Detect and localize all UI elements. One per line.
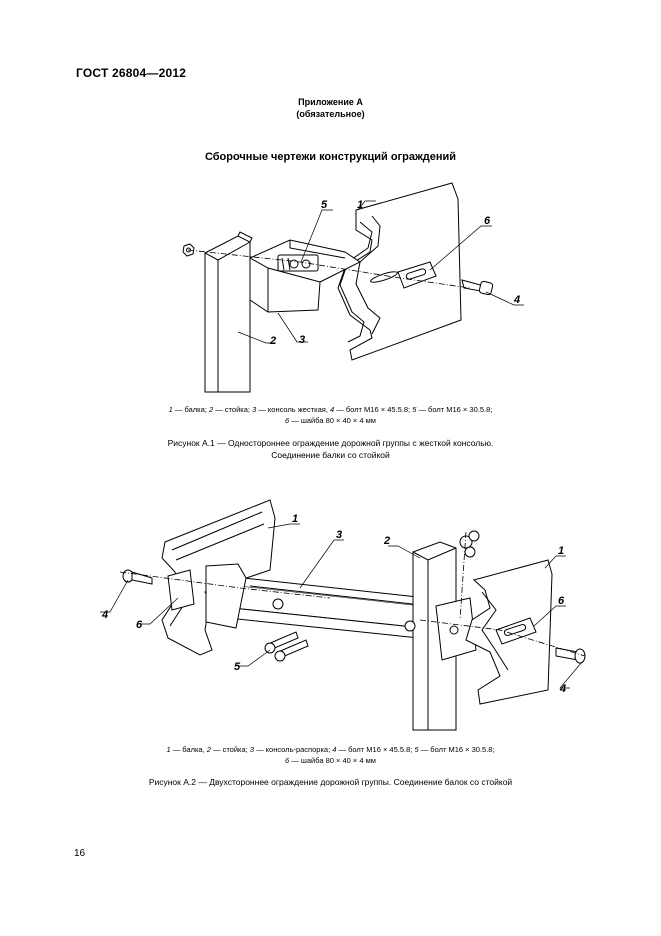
legend-text: — балка, xyxy=(170,745,207,754)
annex-title: Приложение А xyxy=(298,97,363,107)
legend-text: — стойка; xyxy=(213,405,253,414)
bolt-head xyxy=(272,598,284,610)
legend-num: 4 xyxy=(332,745,337,754)
beam-slot xyxy=(370,271,398,283)
fig1-callout-6: 6 xyxy=(484,215,491,227)
fig2-callout-4-right: 4 xyxy=(559,683,566,695)
post-2 xyxy=(412,541,457,731)
legend-num: 1 xyxy=(166,745,171,754)
caption-line: Соединение балки со стойкой xyxy=(271,450,390,460)
washer-6-right xyxy=(495,617,537,645)
fig2-callout-1-right: 1 xyxy=(558,545,564,557)
legend-num: 5 xyxy=(412,405,417,414)
figure-a1-legend: 1 — балка; 2 — стойка; 3 — консоль жестк… xyxy=(60,404,601,426)
annex-status: (обязательное) xyxy=(296,109,365,119)
fig2-callout-6-right: 6 xyxy=(558,595,565,607)
washer-6 xyxy=(397,261,437,289)
figure-a2-drawing: 1 3 2 1 6 4 6 5 4 xyxy=(100,499,586,731)
legend-num: 3 xyxy=(249,745,254,754)
figure-a1-drawing: 1 2 3 4 5 6 xyxy=(182,182,524,393)
figure-a2-legend: 1 — балка, 2 — стойка; 3 — консоль-распо… xyxy=(60,744,601,766)
caption-line: Рисунок А.2 — Двухстороннее ограждение д… xyxy=(148,777,513,787)
legend-text: — болт М16 × 30.5.8; xyxy=(418,745,495,754)
legend-num: 6 xyxy=(285,416,290,425)
bolt-5-group xyxy=(277,254,319,272)
figure-a2-caption: Рисунок А.2 — Двухстороннее ограждение д… xyxy=(60,776,601,788)
figure-a1-caption: Рисунок А.1 — Одностороннее ограждение д… xyxy=(60,437,601,461)
bolt-4 xyxy=(461,279,494,296)
bolt-4-right xyxy=(555,647,586,664)
fig1-callout-5: 5 xyxy=(321,199,328,211)
standard-code: ГОСТ 26804—2012 xyxy=(76,66,187,80)
bolt-head xyxy=(449,625,459,635)
axis-line-left xyxy=(119,571,331,599)
page-number: 16 xyxy=(74,848,86,859)
legend-text: — балка; xyxy=(172,405,209,414)
legend-num: 6 xyxy=(285,756,290,765)
fig2-callout-1-left: 1 xyxy=(292,513,298,525)
legend-text: — консоль-распорка; xyxy=(254,745,333,754)
axis-line-right xyxy=(419,619,586,657)
fig1-callout-2: 2 xyxy=(269,335,276,347)
fig2-callout-5: 5 xyxy=(234,661,241,673)
bolt-axis-line xyxy=(187,249,471,289)
section-title: Сборочные чертежи конструкций ограждений xyxy=(204,151,457,163)
legend-num: 1 xyxy=(168,405,173,414)
fig2-callout-3: 3 xyxy=(336,529,342,541)
legend-text: — стойка; xyxy=(210,745,250,754)
legend-text: — болт М16 × 30.5.8; xyxy=(416,405,493,414)
fig1-callout-3: 3 xyxy=(299,334,305,346)
legend-num: 2 xyxy=(206,745,211,754)
legend-num: 2 xyxy=(208,405,214,414)
bracket-left xyxy=(205,563,247,629)
legend-text: — болт М16 × 45.5.8; xyxy=(336,745,415,754)
fig1-callout-1: 1 xyxy=(357,199,363,211)
legend-num: 5 xyxy=(414,745,419,754)
fig1-callout-4: 4 xyxy=(513,294,520,306)
fig2-callout-2: 2 xyxy=(383,535,390,547)
post-2 xyxy=(204,231,253,393)
fig2-callout-4-left: 4 xyxy=(101,609,108,621)
bolt-4-left xyxy=(122,569,153,585)
annex-heading: Приложение А (обязательное) xyxy=(0,96,661,120)
legend-num: 4 xyxy=(330,405,335,414)
washer-6-left xyxy=(167,569,195,611)
bolts-5-group xyxy=(264,631,309,662)
legend-text: — болт М16 × 45.5.8; xyxy=(334,405,413,414)
legend-text: — шайба 80 × 40 × 4 мм xyxy=(289,756,376,765)
legend-text: — шайба 80 × 40 × 4 мм xyxy=(289,416,376,425)
nuts-top xyxy=(459,530,480,558)
caption-line: Рисунок А.1 — Одностороннее ограждение д… xyxy=(167,438,494,448)
fig2-callout-6-left: 6 xyxy=(136,619,143,631)
bolt-head xyxy=(404,620,416,632)
axis-line-vertical xyxy=(459,531,467,621)
legend-text: — консоль жесткая, xyxy=(256,405,331,414)
legend-num: 3 xyxy=(252,405,257,414)
